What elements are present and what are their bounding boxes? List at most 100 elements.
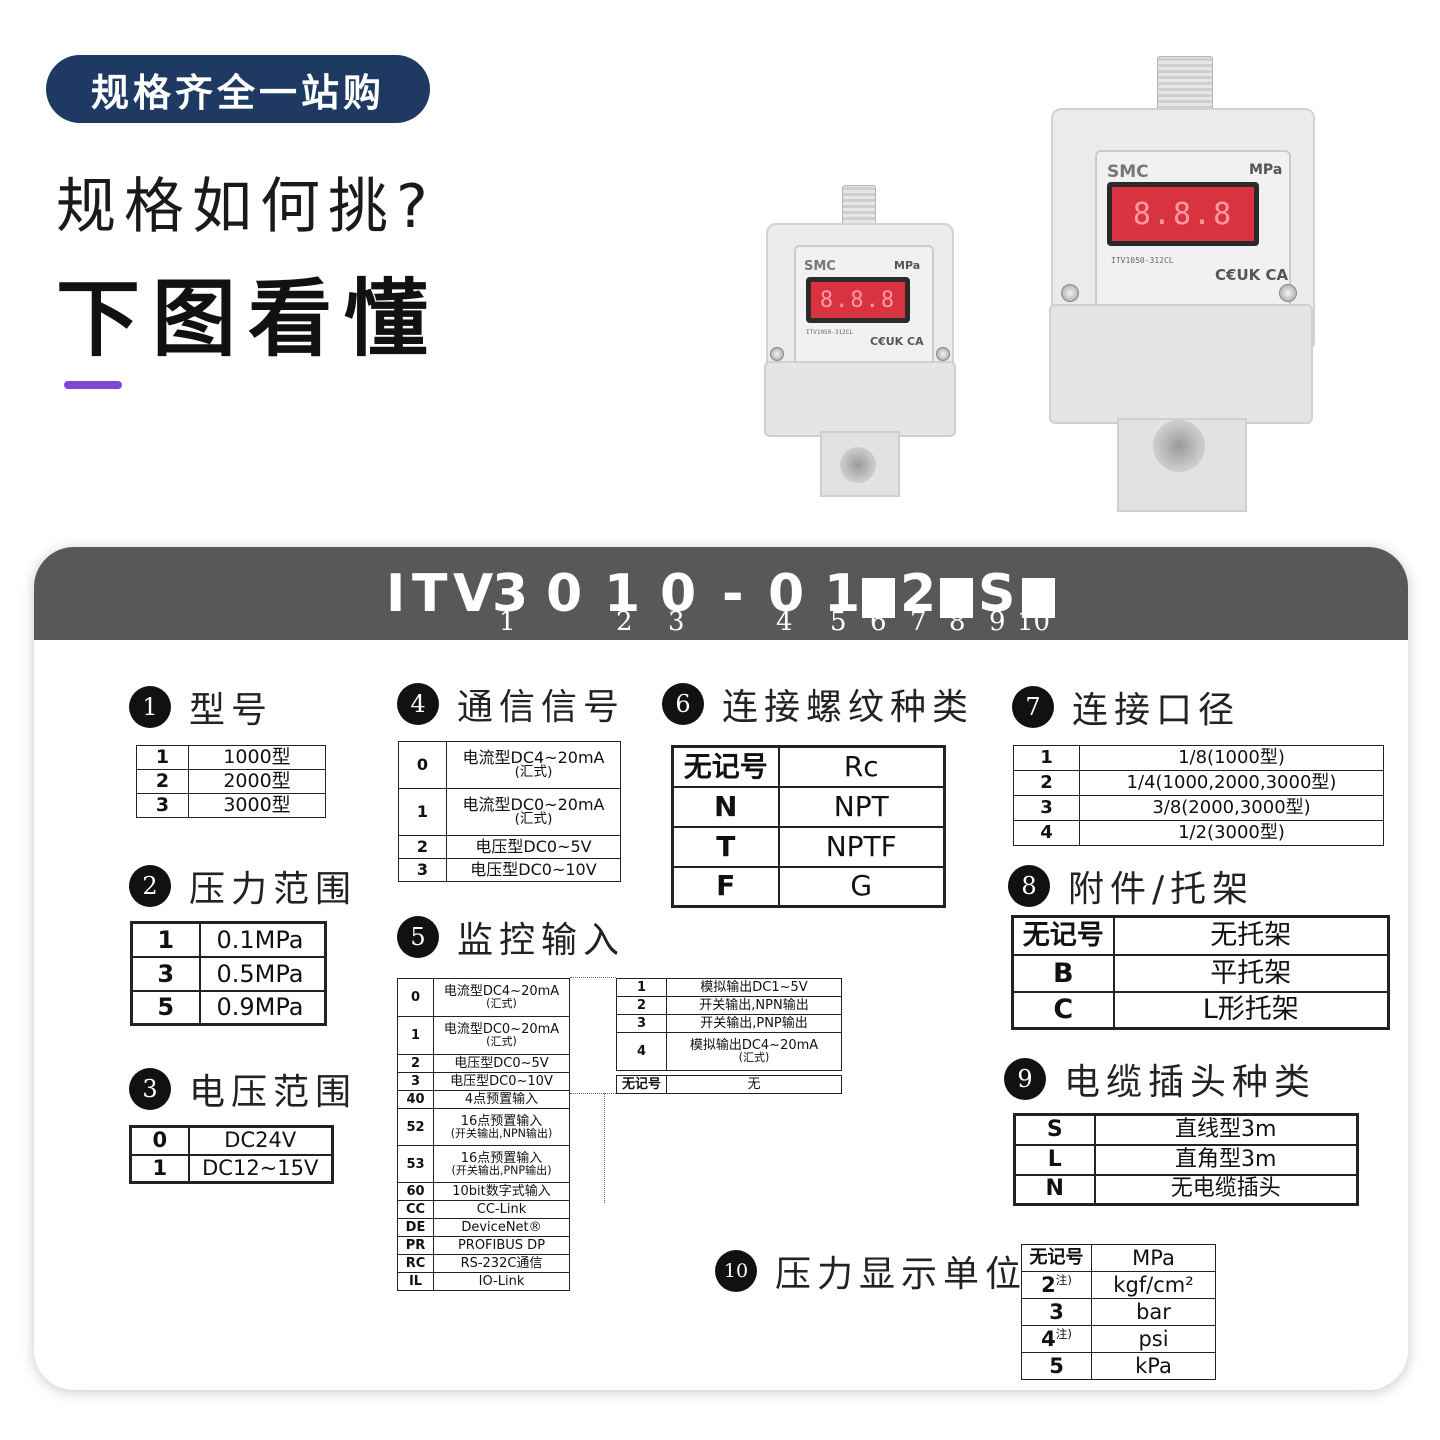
position-number: 9 [989,607,1006,637]
option-value-cell: kPa [1091,1352,1216,1380]
option-value-cell: 电压型DC0~5V [433,1054,570,1073]
pressure-display: 8.8.8 [806,277,910,323]
code-placeholder-box [940,578,973,618]
option-code-cell: N [1013,1173,1096,1206]
option-code-cell: 5 [1021,1352,1092,1380]
option-value-cell: IO-Link [433,1272,570,1291]
air-fitting [842,185,876,227]
option-code-cell: 1 [129,1153,190,1184]
page-subtitle: 下图看懂 [56,270,441,368]
section-number: 3 [129,1068,171,1110]
section-number: 7 [1012,686,1054,728]
option-value-cell: 1/8(1000型) [1079,745,1384,771]
option-value-cell: 0.5MPa [198,955,327,992]
option-value-cell: 1000型 [188,745,326,770]
option-code-cell: N [671,785,780,828]
option-code-cell: 1 [616,978,667,997]
screw [1061,284,1079,302]
option-code-cell: 无记号 [616,1075,667,1094]
option-value-cell: 电流型DC4~20mA(汇式) [433,978,570,1017]
option-value-cell: RS-232C通信 [433,1254,570,1273]
connector-line [570,1093,616,1094]
option-value-cell: MPa [1091,1244,1216,1272]
product-image-large: SMC MPa 8.8.8 ITV1050-312CL C€UK CA [1045,56,1320,526]
option-value-cell: Rc [777,745,946,788]
option-value-cell: 10bit数字式输入 [433,1182,570,1201]
section-title-text: 压力范围 [189,869,358,910]
option-value-cell: 2000型 [188,769,326,794]
option-code-cell: 5 [130,989,201,1026]
code-char: I [386,564,406,624]
option-code-cell: 60 [397,1182,434,1201]
code-char: 1 [824,564,861,624]
option-code-cell: 3 [1021,1298,1092,1326]
option-code-cell: 1 [136,745,189,770]
option-value-cell: 1/4(1000,2000,3000型) [1079,770,1384,796]
option-code-cell: 2 [136,769,189,794]
option-code-cell: 1 [1013,745,1080,771]
table-row: 无记号无托架 [1011,915,1390,956]
section-title-text: 通信信号 [457,687,626,728]
section-number: 9 [1004,1058,1046,1100]
option-value-cell: 4点预置输入 [433,1090,570,1109]
option-code-cell: B [1011,953,1115,993]
position-number: 1 [499,607,516,637]
option-code-cell: 1 [397,1016,434,1055]
option-code-cell: 1 [398,788,447,836]
option-value-cell: kgf/cm² [1091,1271,1216,1299]
code-position-numbers: 1 2 3 4 5 6 7 8 9 10 [34,607,1408,647]
section-title-text: 监控输入 [457,920,626,961]
option-value-cell: 直角型3m [1093,1143,1359,1176]
option-value-cell: 模拟输出DC1~5V [666,978,842,997]
section-3-title: 3 电压范围 [129,1063,357,1115]
model-code-header: I T V 3 0 1 0 - 0 1 2 S 1 2 3 4 5 6 7 8 … [34,547,1408,640]
position-number: 5 [830,607,847,637]
option-code-cell: 4 [616,1032,667,1071]
section-title-text: 附件/托架 [1068,869,1255,910]
option-value-cell: psi [1091,1325,1216,1353]
accent-bar [64,381,122,389]
option-code-cell: 3 [1013,795,1080,821]
air-port [1153,420,1205,472]
option-code-cell: 3 [398,858,447,882]
option-code-cell: CC [397,1200,434,1219]
option-code-cell: 52 [397,1108,434,1146]
option-value-cell: 0.1MPa [198,921,327,958]
code-placeholder-box [1022,578,1055,618]
option-value-cell: 3000型 [188,793,326,818]
option-code-cell: 1 [130,921,201,958]
option-code-cell: L [1013,1143,1096,1176]
air-fitting [1157,56,1213,116]
option-value-cell: DC12~15V [187,1153,334,1184]
brand-logo: SMC [804,259,836,274]
code-char: 0 [768,564,805,624]
option-code-cell: 3 [136,793,189,818]
